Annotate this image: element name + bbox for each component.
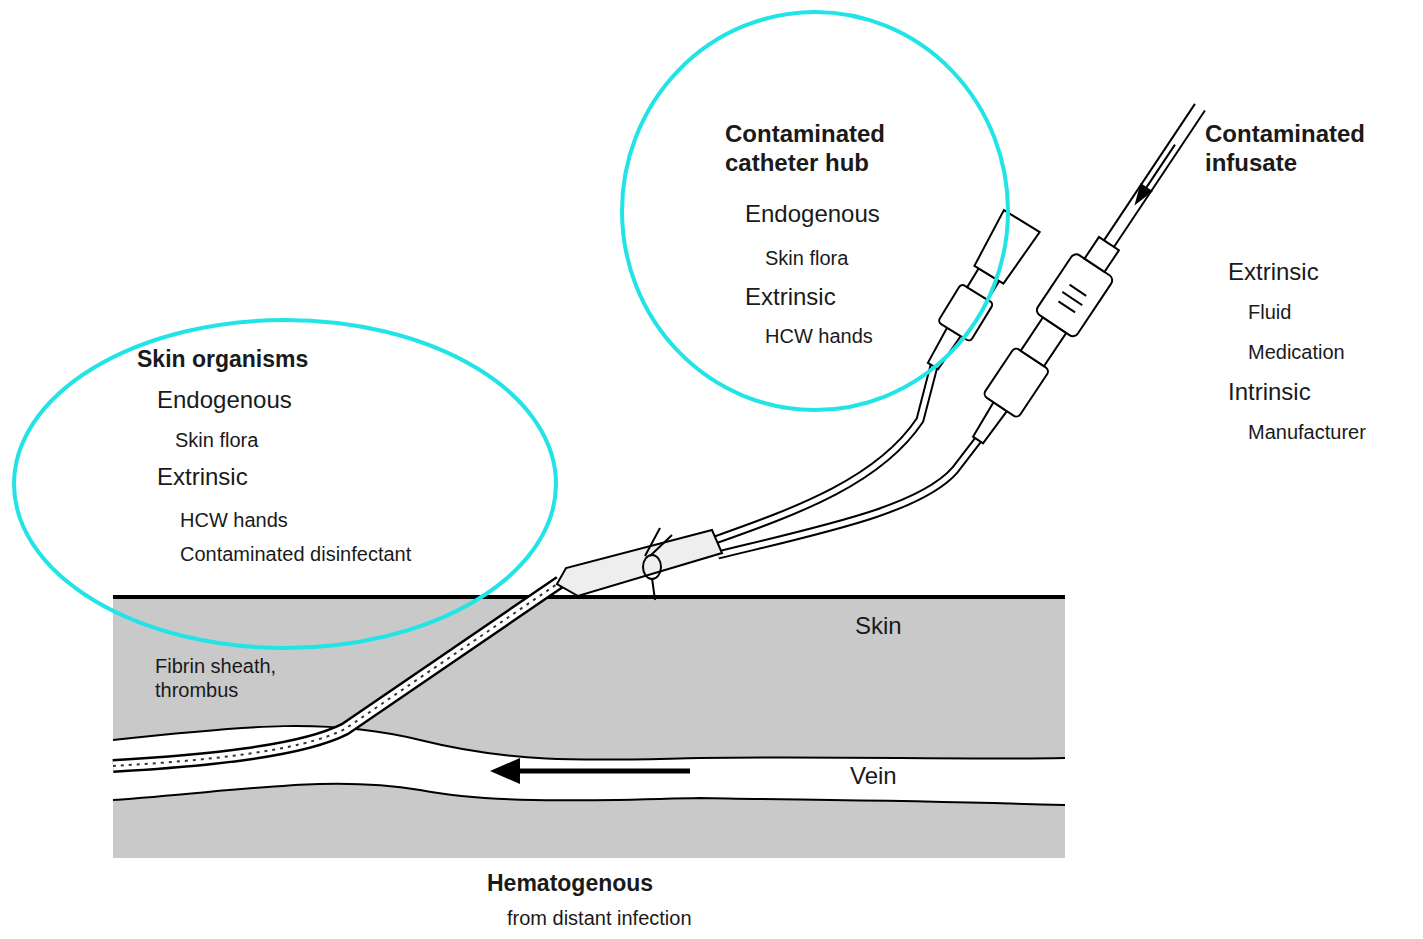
group-heading: Hematogenous <box>487 870 727 898</box>
skin-surface <box>113 595 1065 599</box>
catheter <box>113 582 560 766</box>
source-detail: Manufacturer <box>1248 420 1418 444</box>
suture <box>643 555 661 579</box>
source-circle: Contaminated catheter hubEndogenousSkin … <box>620 10 1010 412</box>
fibrin-sheath <box>113 582 560 766</box>
source-type: Extrinsic <box>157 463 377 492</box>
source-type: Extrinsic <box>1228 258 1408 287</box>
source-ellipse: Skin organismsEndogenousSkin floraExtrin… <box>12 318 558 650</box>
tissue-band <box>113 597 1065 858</box>
node-heading: Contaminated catheter hub <box>725 120 965 178</box>
suture <box>645 528 672 600</box>
flow-arrowhead <box>490 758 520 784</box>
source-detail: HCW hands <box>180 508 400 532</box>
source-detail: HCW hands <box>765 324 965 348</box>
catheter-hub <box>557 530 722 596</box>
source-type: Extrinsic <box>745 283 945 312</box>
source-detail: from distant infection <box>507 906 767 930</box>
highlight-outline <box>14 320 556 648</box>
highlight-outline <box>622 12 1008 410</box>
source-detail: Fluid <box>1248 300 1408 324</box>
vessel-name: Vein <box>850 762 950 791</box>
vein-wall <box>113 784 1065 805</box>
source-detail: Medication <box>1248 340 1408 364</box>
group-heading: Contaminated infusate <box>1205 120 1417 178</box>
source-detail: Skin flora <box>765 246 965 270</box>
layer-name: Skin <box>855 612 955 641</box>
source-detail: Skin flora <box>175 428 395 452</box>
lumen-tube <box>718 440 978 555</box>
flow-arrow <box>515 769 690 774</box>
source-type: Endogenous <box>745 200 945 229</box>
vein <box>113 726 1065 805</box>
thrombus-dots <box>113 582 560 766</box>
source-detail: Contaminated disinfectant <box>180 542 480 566</box>
source-type: Endogenous <box>157 386 377 415</box>
source-type: Intrinsic <box>1228 378 1408 407</box>
layer-note: Fibrin sheath, thrombus <box>155 654 345 702</box>
lumen-tube <box>718 440 978 555</box>
node-heading: Skin organisms <box>137 346 397 374</box>
